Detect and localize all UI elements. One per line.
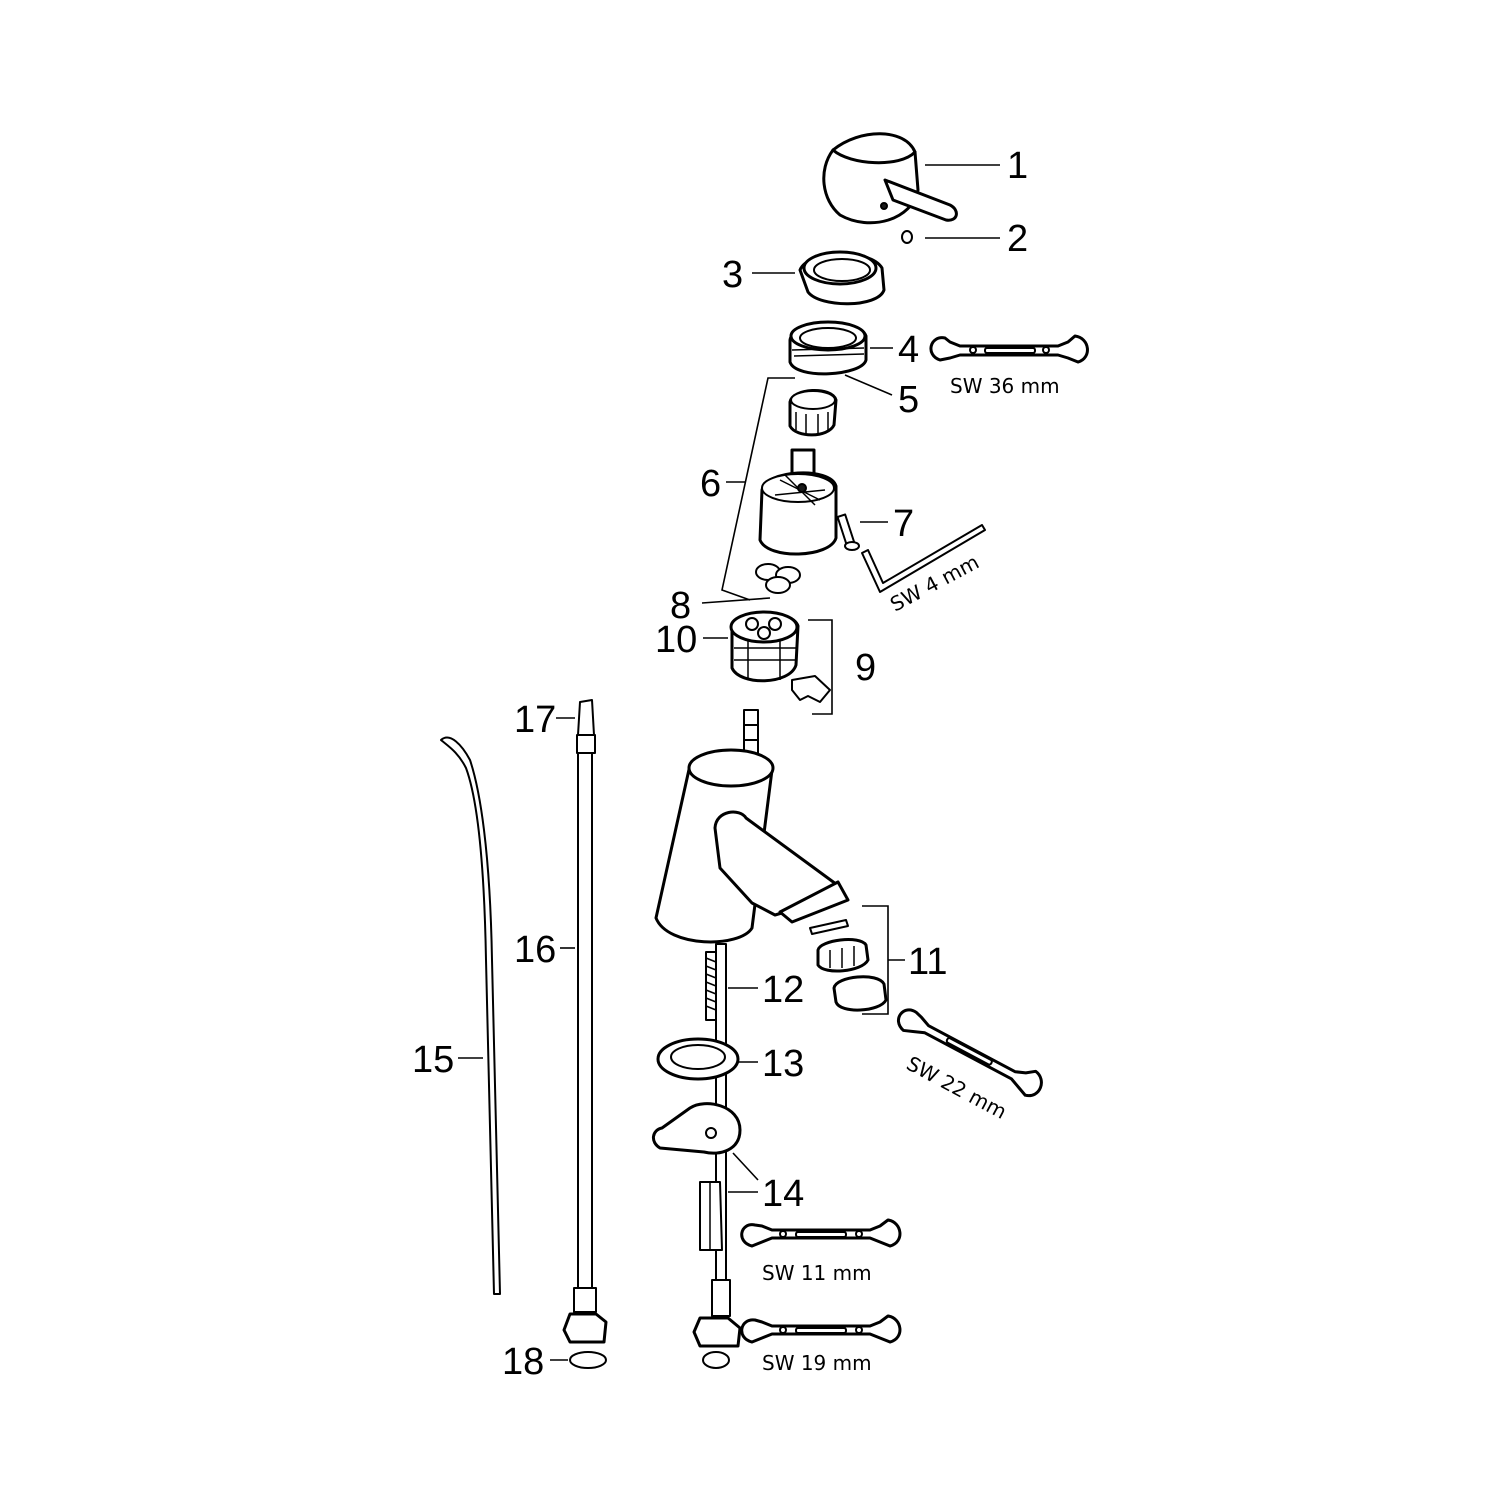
base-gasket-part: [656, 1037, 740, 1081]
callout-8: 8: [670, 585, 691, 627]
callout-17: 17: [514, 699, 556, 741]
callout-6: 6: [700, 463, 721, 505]
callout-18: 18: [502, 1341, 544, 1383]
callout-7: 7: [893, 503, 914, 545]
clip-part: [791, 675, 831, 703]
wrench-sw11-icon: [740, 1218, 902, 1248]
wrench-sw19-icon: [740, 1314, 902, 1344]
handle-cap-part: [822, 132, 958, 225]
fixing-screw-part: [836, 513, 860, 551]
tool-label-sw36: SW 36 mm: [950, 374, 1060, 398]
callout-1: 1: [1007, 145, 1028, 187]
callout-12: 12: [762, 969, 804, 1011]
callout-10: 10: [655, 619, 697, 661]
cover-ring-part: [798, 250, 886, 306]
callout-11: 11: [908, 941, 947, 983]
grub-screw-part: [901, 230, 913, 244]
fixing-nut-part: [699, 1181, 723, 1251]
callout-16: 16: [514, 929, 556, 971]
aerator-part: [809, 919, 888, 1012]
callout-9: 9: [855, 647, 876, 689]
mixer-body-part: [654, 748, 850, 944]
spline-adapter-part: [788, 388, 838, 437]
callout-2: 2: [1007, 218, 1028, 260]
threaded-rod-part: [705, 951, 717, 1021]
tool-label-sw11: SW 11 mm: [762, 1261, 872, 1285]
tool-label-sw19: SW 19 mm: [762, 1351, 872, 1375]
cartridge-part: [758, 448, 838, 556]
wrench-sw22-icon: [897, 1008, 1043, 1098]
callout-5: 5: [898, 379, 919, 421]
threaded-nut-part: [788, 320, 868, 376]
wrench-sw36-icon: [929, 334, 1089, 364]
base-adapter-part: [729, 610, 800, 683]
fixing-plate-part: [652, 1102, 742, 1155]
seal-set-part: [755, 563, 801, 594]
callout-13: 13: [762, 1043, 804, 1085]
pull-rod-part: [440, 736, 501, 1295]
callout-14: 14: [762, 1173, 804, 1215]
callout-3: 3: [722, 254, 743, 296]
inlet-hose-left-part: [562, 699, 608, 1369]
callout-15: 15: [412, 1039, 454, 1081]
allen-key-sw4-icon: [861, 524, 986, 593]
hose-end-right-part: [692, 1279, 742, 1369]
callout-4: 4: [898, 329, 919, 371]
